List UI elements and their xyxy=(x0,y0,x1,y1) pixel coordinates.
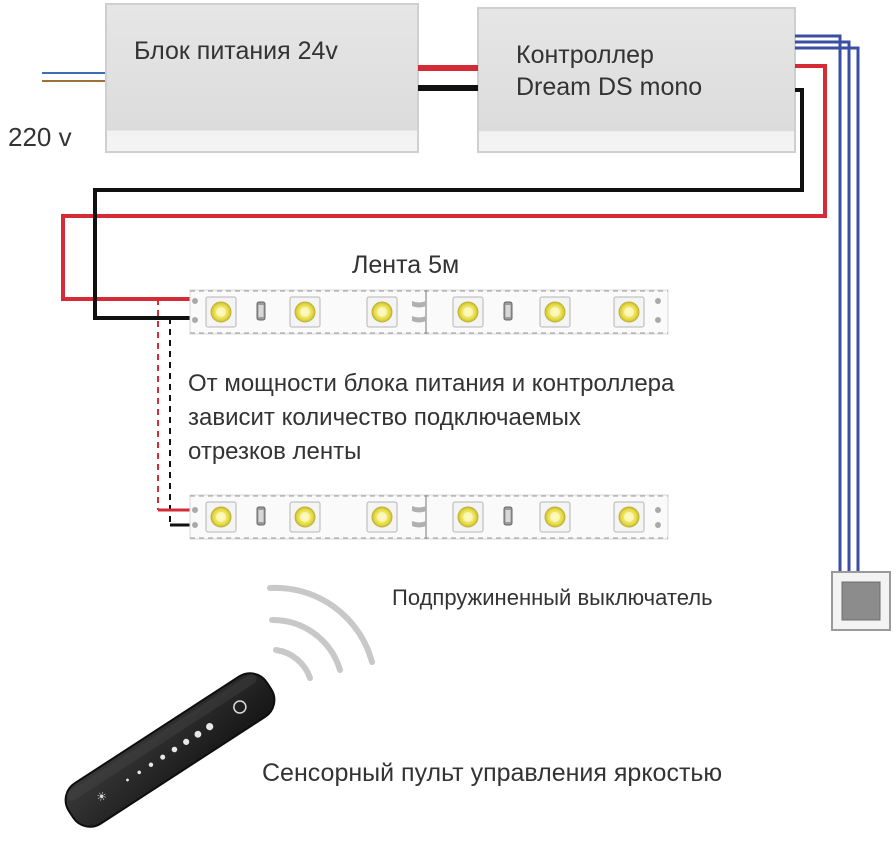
note-line-2: зависит количество подключаемых xyxy=(188,404,581,431)
branch-wires xyxy=(157,299,171,525)
controller-label-line2: Dream DS mono xyxy=(516,73,703,101)
spring-switch xyxy=(831,571,891,631)
led-strip-1 xyxy=(189,289,669,335)
switch-label: Подпружиненный выключатель xyxy=(392,585,713,610)
psu-controller-wires xyxy=(418,65,478,91)
signal-waves-icon xyxy=(267,584,375,681)
output-black-wire xyxy=(93,88,804,320)
mains-voltage-label: 220 v xyxy=(8,122,72,152)
output-red-wire xyxy=(61,64,827,301)
note-line-1: От мощности блока питания и контроллера xyxy=(188,370,675,397)
mains-input-wires xyxy=(42,72,106,82)
controller-box xyxy=(477,7,796,153)
note-line-3: отрезков ленты xyxy=(188,438,362,465)
power-supply-box xyxy=(105,3,419,153)
led-strip-label: Лента 5м xyxy=(352,251,460,279)
switch-wires xyxy=(795,34,860,574)
controller-label-line1: Контроллер xyxy=(516,41,654,69)
power-supply-label: Блок питания 24v xyxy=(134,37,338,65)
led-strip-2 xyxy=(189,494,669,540)
remote-control: ☀ xyxy=(64,672,276,828)
remote-label: Сенсорный пульт управления яркостью xyxy=(262,759,723,787)
branch-wire-ends xyxy=(158,508,192,527)
